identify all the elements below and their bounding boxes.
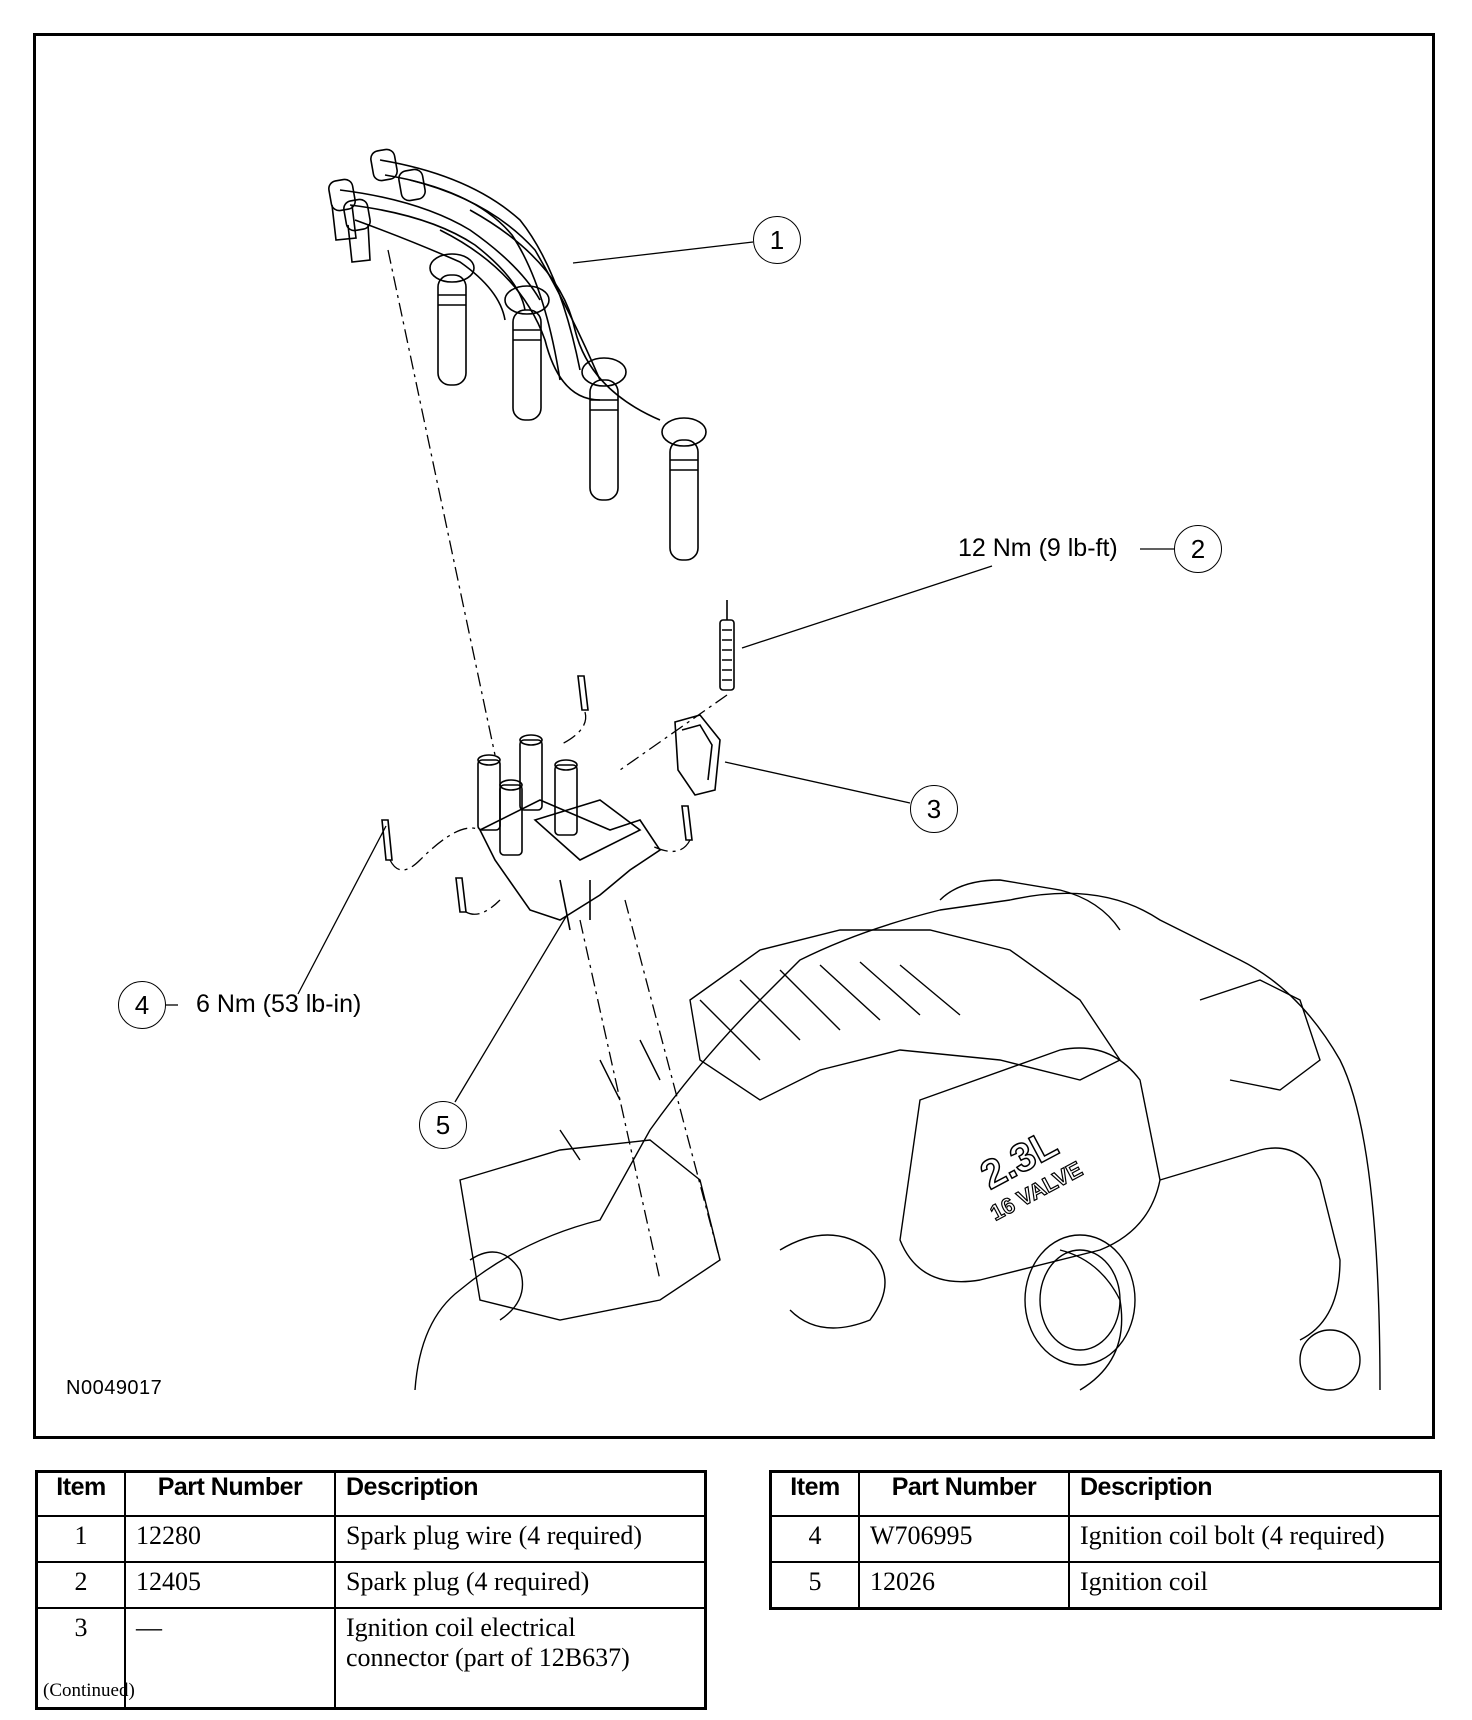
callout-3: 3: [910, 785, 958, 833]
cell-description: Ignition coil electrical connector (part…: [334, 1607, 707, 1710]
cell-item: 3: [35, 1607, 126, 1710]
cell-description: Spark plug wire (4 required): [334, 1515, 707, 1563]
cell-item: 1: [35, 1515, 126, 1563]
figure-id: N0049017: [66, 1377, 163, 1399]
callout-4: 4: [118, 981, 166, 1029]
continued-note: (Continued): [43, 1680, 135, 1701]
table-row: 1 12280 Spark plug wire (4 required): [35, 1515, 707, 1563]
alignment-lines: [387, 249, 728, 1281]
cell-item: 5: [769, 1561, 860, 1610]
engine-badge: 2.3L 16 VALVE: [973, 1121, 1087, 1226]
ignition-coil-connector: [674, 714, 721, 796]
table-header-row: Item Part Number Description: [769, 1470, 1442, 1517]
cell-description: Spark plug (4 required): [334, 1561, 707, 1609]
table-header-row: Item Part Number Description: [35, 1470, 707, 1517]
header-item: Item: [35, 1470, 126, 1517]
table-row: 3 — Ignition coil electrical connector (…: [35, 1607, 707, 1710]
parts-table-left: Item Part Number Description 1 12280 Spa…: [35, 1470, 707, 1710]
cell-item: 4: [769, 1515, 860, 1563]
callout-4-torque-spec: 6 Nm (53 lb-in): [196, 990, 362, 1018]
cell-description: Ignition coil bolt (4 required): [1068, 1515, 1442, 1563]
leader-lines: [166, 241, 1174, 1103]
spark-plug-wires: [328, 148, 707, 561]
cell-part-number: 12280: [124, 1515, 336, 1563]
callout-2: 2: [1174, 525, 1222, 573]
cell-item: 2: [35, 1561, 126, 1609]
ignition-coil-bolts: [381, 675, 693, 913]
callout-1: 1: [753, 216, 801, 264]
header-item: Item: [769, 1470, 860, 1517]
table-row: 4 W706995 Ignition coil bolt (4 required…: [769, 1515, 1442, 1563]
cell-part-number: —: [124, 1607, 336, 1710]
table-row: 2 12405 Spark plug (4 required): [35, 1561, 707, 1609]
cell-part-number: 12026: [858, 1561, 1070, 1610]
cell-description: Ignition coil: [1068, 1561, 1442, 1610]
ignition-coil: [477, 734, 662, 931]
header-description: Description: [1068, 1470, 1442, 1517]
diagram-frame: [33, 33, 1435, 1439]
header-part-number: Part Number: [858, 1470, 1070, 1517]
cell-part-number: 12405: [124, 1561, 336, 1609]
engine-line-art: [414, 879, 1381, 1391]
table-row: 5 12026 Ignition coil: [769, 1561, 1442, 1610]
cell-part-number: W706995: [858, 1515, 1070, 1563]
callout-2-torque-spec: 12 Nm (9 lb-ft): [958, 534, 1118, 562]
header-description: Description: [334, 1470, 707, 1517]
callout-5: 5: [419, 1101, 467, 1149]
parts-table-right: Item Part Number Description 4 W706995 I…: [769, 1470, 1442, 1610]
header-part-number: Part Number: [124, 1470, 336, 1517]
spark-plug: [719, 600, 735, 691]
